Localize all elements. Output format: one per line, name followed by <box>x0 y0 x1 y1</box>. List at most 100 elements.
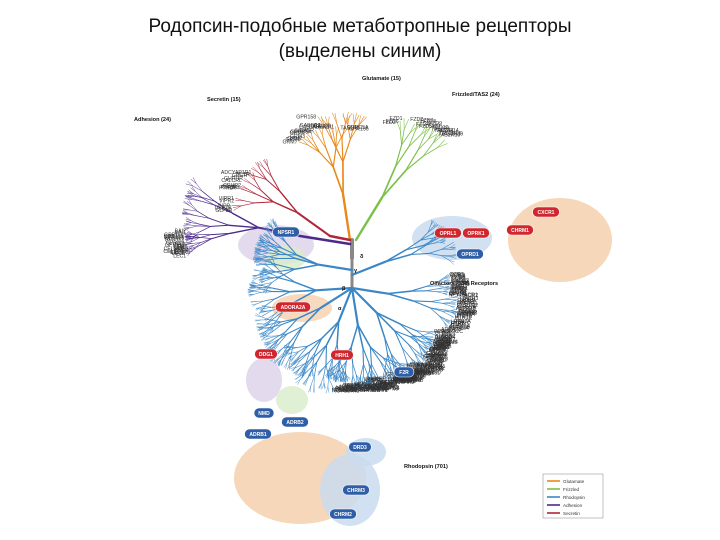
tree-branch <box>375 311 386 338</box>
tree-branch <box>193 231 201 238</box>
tree-branch <box>345 375 349 380</box>
tree-branch <box>261 304 267 311</box>
tree-branch <box>261 263 269 265</box>
tree-branch <box>428 338 434 341</box>
tree-branch <box>271 326 274 333</box>
tree-branch <box>414 352 419 361</box>
receptor-label: GPR33 <box>435 335 452 341</box>
receptor-label: CNR2 <box>409 363 423 369</box>
receptor-label: MRGPRF <box>401 377 423 383</box>
tree-branch <box>310 361 318 374</box>
pill-shape <box>506 224 534 236</box>
tree-branch <box>342 361 347 372</box>
receptor-label: ACKR1 <box>336 386 353 392</box>
tree-branch <box>287 363 290 370</box>
tree-branch <box>437 280 445 283</box>
highlight-pill-cxcr1: CXCR1 <box>532 206 560 218</box>
receptor-label: LHCGR <box>377 384 395 390</box>
tree-branch <box>420 357 426 360</box>
tree-branch <box>298 141 309 146</box>
tree-branch <box>252 257 260 259</box>
tree-branch <box>427 343 433 347</box>
tree-branch <box>350 286 359 326</box>
pill-label: OPRK1 <box>467 231 484 237</box>
receptor-label: XCR1 <box>343 388 357 394</box>
tree-branch <box>384 373 388 380</box>
tree-branch <box>336 320 340 345</box>
receptor-label: CRHR2 <box>223 183 241 189</box>
receptor-label: HRH2 <box>437 342 451 348</box>
tree-branch <box>410 244 427 256</box>
tree-branch <box>429 342 433 348</box>
tree-branches <box>182 111 461 394</box>
tree-branch <box>271 243 283 249</box>
receptor-label: P2RY13 <box>403 377 422 383</box>
tree-branch <box>382 357 390 369</box>
blob-lilac <box>246 358 282 402</box>
receptor-label: P2RY11 <box>406 375 425 381</box>
tree-branch <box>275 331 286 339</box>
tree-branch <box>449 255 457 257</box>
pill-label: CHRM2 <box>334 512 352 518</box>
receptor-label: GPR25 <box>426 354 443 360</box>
tree-branch <box>266 179 281 193</box>
tree-branch <box>256 262 262 265</box>
tree-branch <box>351 383 354 390</box>
receptor-label: AGTR2 <box>400 377 417 383</box>
tree-branch <box>266 224 273 228</box>
tree-branch <box>298 345 309 352</box>
tree-branch <box>294 369 299 376</box>
tree-branch <box>314 337 323 354</box>
tree-branch <box>266 258 279 261</box>
tree-branch <box>228 224 260 229</box>
tree-branch <box>258 272 267 275</box>
tree-branch <box>187 192 194 196</box>
tree-branch <box>420 351 425 357</box>
tree-branch <box>370 378 372 384</box>
tree-branch <box>252 172 256 181</box>
tree-branch <box>253 291 262 293</box>
tree-branch <box>310 375 315 386</box>
tree-branch <box>259 276 265 278</box>
receptor-label: GLP2R <box>215 208 232 214</box>
tree-branch <box>191 242 201 244</box>
tree-branch <box>437 285 446 288</box>
receptor-label: P2RY14 <box>402 377 421 383</box>
tree-branch <box>233 205 242 211</box>
tree-branch <box>260 234 265 239</box>
tree-branch <box>260 304 267 308</box>
tree-branch <box>252 274 259 277</box>
tree-branch <box>261 286 267 289</box>
tree-branch <box>355 382 358 388</box>
receptor-label: C3AR1 <box>451 284 468 290</box>
tree-branch <box>256 263 262 265</box>
receptor-label: GPR62 <box>430 346 447 352</box>
tree-branch <box>450 255 458 257</box>
tree-branch <box>444 277 451 279</box>
tree-branch <box>252 280 257 284</box>
receptor-label: ADCYAP1R1 <box>221 170 252 176</box>
tree-branch <box>329 367 333 375</box>
receptor-label: LGR4 <box>373 381 387 387</box>
receptor-label: DRD4 <box>441 335 455 341</box>
tree-branch <box>260 249 269 254</box>
tree-branch <box>271 319 278 326</box>
tree-branch <box>292 365 297 371</box>
tree-branch <box>428 129 436 140</box>
receptor-label: GPR149 <box>423 367 443 373</box>
tree-branch <box>450 311 458 314</box>
tree-branch <box>372 379 376 385</box>
tree-branch <box>393 361 401 365</box>
tree-branch <box>278 352 287 360</box>
tree-branch <box>328 234 352 242</box>
tree-branch <box>267 325 272 330</box>
tree-branch <box>260 331 266 335</box>
tree-branch <box>307 337 323 347</box>
receptor-label: GPR148 <box>424 366 444 372</box>
tree-branch <box>345 361 347 372</box>
tree-branch <box>183 208 190 211</box>
receptor-label: CCR5 <box>452 275 466 281</box>
tree-branch <box>274 220 278 227</box>
receptor-label: GPR19 <box>429 353 446 359</box>
